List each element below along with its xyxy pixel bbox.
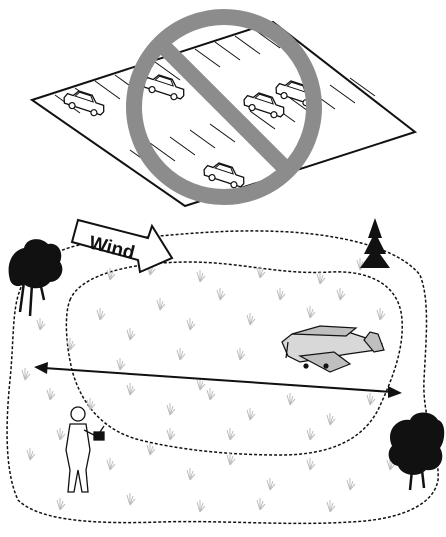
rc-airplane xyxy=(282,326,384,372)
flight-pattern xyxy=(66,262,402,455)
wind-arrow: Wind xyxy=(72,220,172,272)
pilot-with-transmitter xyxy=(66,407,104,492)
tree-left xyxy=(9,239,63,316)
tree-right xyxy=(389,413,445,491)
flight-line-arrow xyxy=(34,362,402,398)
tree-pine xyxy=(360,218,390,268)
